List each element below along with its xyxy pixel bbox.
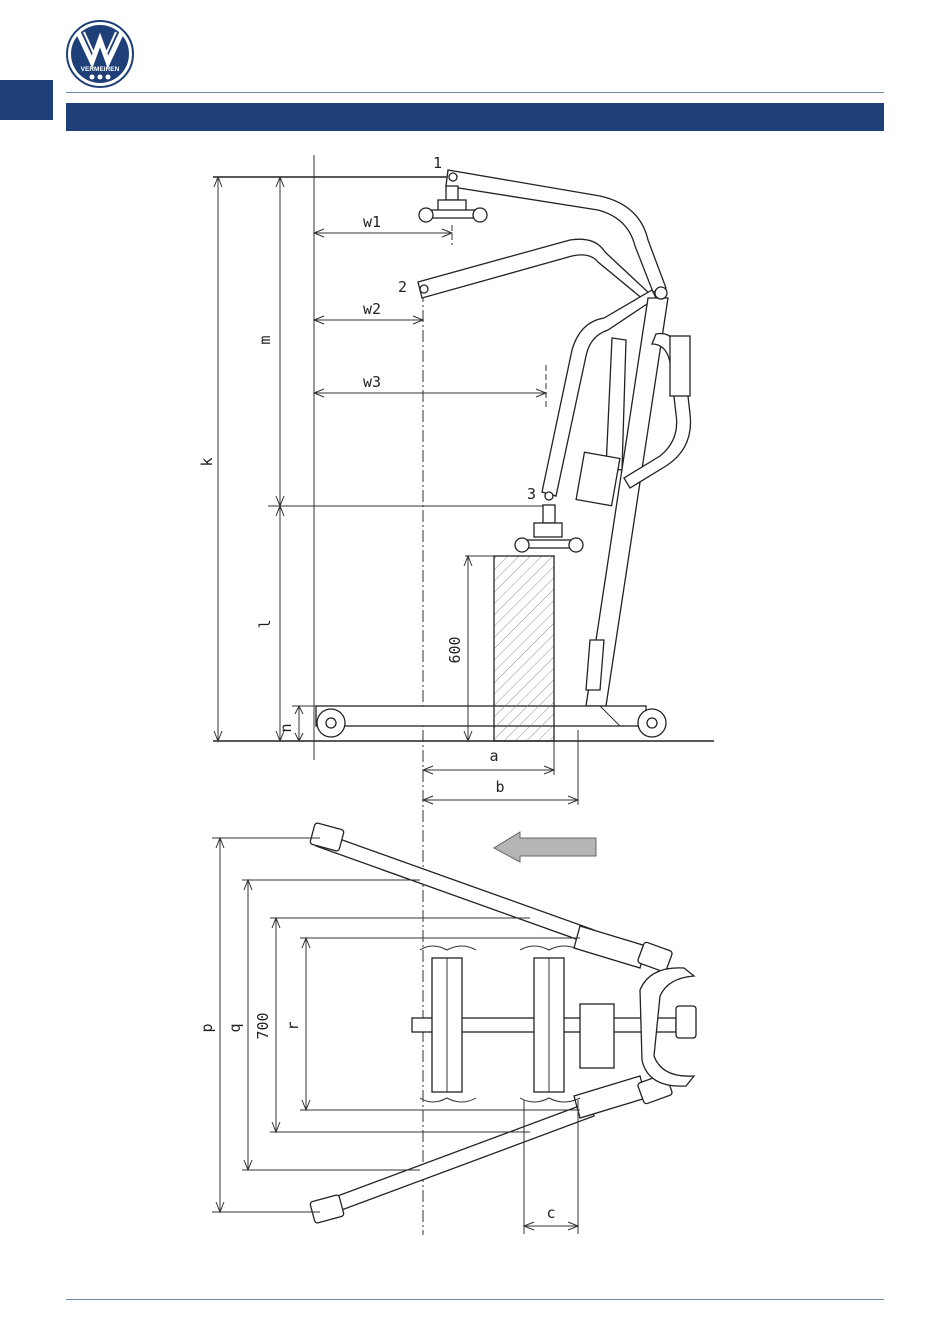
- dim-l-label: l: [256, 619, 274, 628]
- dim-w3-label: w3: [363, 373, 381, 391]
- dim-n-label: n: [277, 723, 295, 732]
- dim-p-label: p: [198, 1023, 216, 1032]
- top-view: p q 700 r c: [198, 822, 696, 1234]
- dim-c-label: c: [546, 1204, 555, 1222]
- boom-mid: [418, 239, 650, 300]
- point-1-label: 1: [433, 154, 442, 172]
- dim-b-label: b: [495, 778, 504, 796]
- dim-600-label: 600: [446, 636, 464, 663]
- point-3-label: 3: [527, 485, 536, 503]
- dim-w2-label: w2: [363, 300, 381, 318]
- dim-w1-label: w1: [363, 213, 381, 231]
- arrow-left-icon: [494, 832, 596, 862]
- footer-rule: [66, 1299, 884, 1300]
- base-frame: [316, 706, 646, 726]
- actuator: [606, 338, 626, 470]
- dim-r-label: r: [284, 1021, 302, 1030]
- point-2-label: 2: [398, 278, 407, 296]
- obstacle-block: [494, 556, 554, 741]
- dim-m-label: m: [256, 335, 274, 344]
- dim-q-label: q: [226, 1023, 244, 1032]
- dim-a-label: a: [489, 747, 498, 765]
- dim-700-label: 700: [254, 1012, 272, 1039]
- dim-k-label: k: [198, 457, 216, 466]
- leg-lower: [316, 1102, 594, 1218]
